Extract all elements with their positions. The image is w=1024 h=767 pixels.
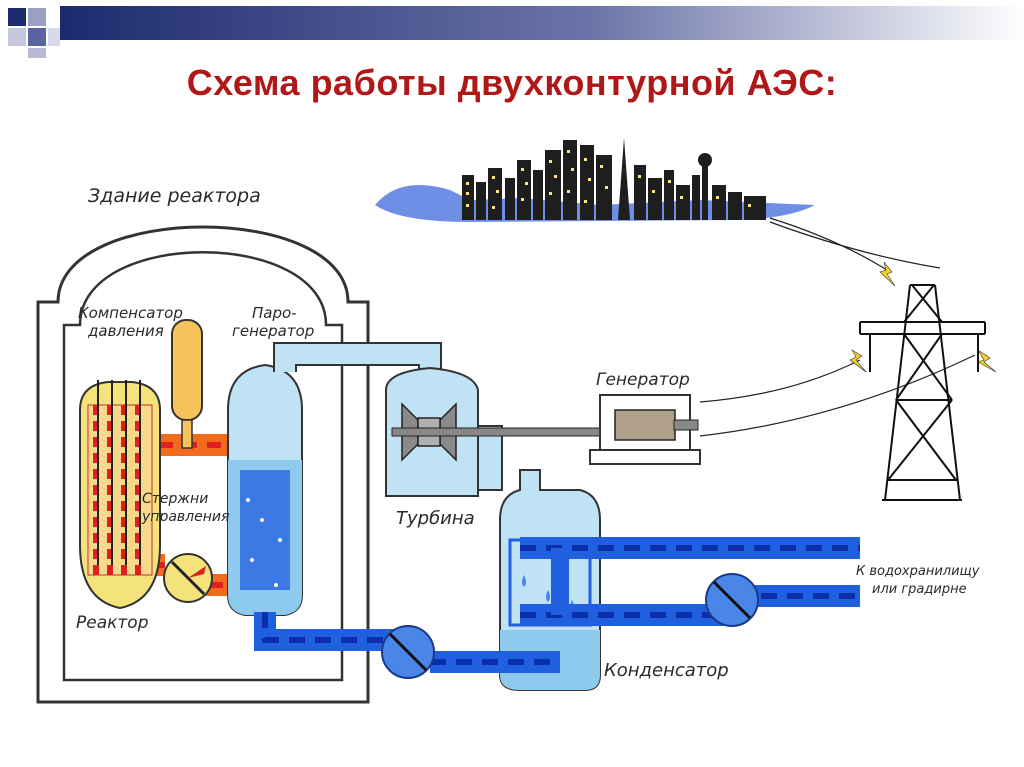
primary-pump — [163, 553, 213, 603]
generator — [589, 394, 701, 465]
label-reservoir-1: К водохранилищу — [856, 564, 980, 579]
label-steam-generator-2: генератор — [232, 322, 314, 340]
header-decoration — [8, 6, 1024, 58]
control-rods — [97, 380, 141, 565]
feedwater-loop — [254, 612, 560, 673]
pylon — [859, 284, 986, 501]
cooling-pump — [705, 573, 759, 627]
label-pressurizer-2: давления — [87, 322, 164, 340]
label-reservoir-2: или градирне — [872, 582, 967, 597]
steam-generator — [227, 363, 303, 616]
city-skyline — [375, 138, 815, 222]
label-reactor-building: Здание реактора — [88, 185, 261, 207]
label-turbine: Турбина — [396, 508, 475, 529]
pressurizer — [171, 319, 203, 449]
sparks — [849, 261, 997, 373]
slide-title: Схема работы двухконтурной АЭС: — [186, 62, 838, 103]
label-condenser: Конденсатор — [604, 660, 729, 681]
turbine — [385, 366, 613, 497]
label-control-rods-2: управления — [141, 509, 229, 525]
feedwater-pump — [381, 625, 435, 679]
power-transmission — [699, 217, 976, 437]
label-pressurizer-1: Компенсатор — [78, 304, 183, 322]
label-steam-generator-1: Паро- — [252, 304, 297, 322]
label-control-rods-1: Стержни — [142, 491, 208, 507]
reactor-vessel — [79, 380, 161, 610]
label-generator: Генератор — [596, 370, 690, 390]
label-reactor: Реактор — [76, 613, 149, 633]
